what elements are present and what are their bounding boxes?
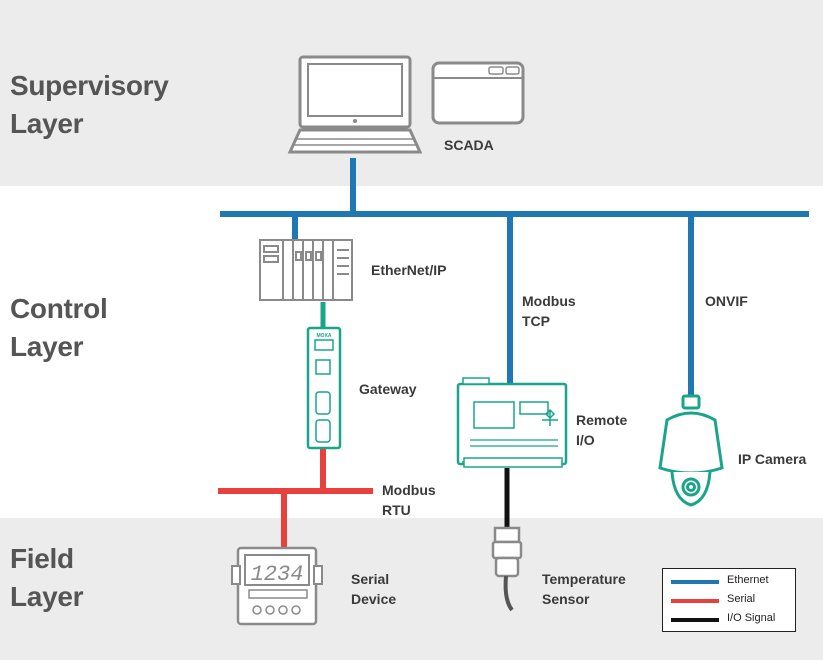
plc-label: EtherNet/IP <box>371 262 447 278</box>
control-layer-title: Control Layer <box>10 293 108 362</box>
ip-camera-icon <box>658 394 724 507</box>
remote-io-icon <box>456 377 568 468</box>
legend-label-serial: Serial <box>727 593 756 605</box>
legend-item-io-signal: I/O Signal <box>671 611 795 627</box>
legend-label-ethernet: Ethernet <box>727 574 769 586</box>
legend-label-io-signal: I/O Signal <box>727 612 776 624</box>
gateway-brand-label: MOXA <box>317 333 332 339</box>
scada-label: SCADA <box>444 137 494 153</box>
legend-item-serial: Serial <box>671 592 795 608</box>
ethernet-links <box>220 158 809 396</box>
field-layer-title: Field Layer <box>10 543 84 612</box>
gateway-label: Gateway <box>359 381 417 397</box>
temperature-sensor-label: Temperature Sensor <box>542 571 626 607</box>
legend-swatch-io-signal <box>671 618 719 622</box>
serial-links <box>218 448 373 548</box>
serial-device-icon <box>231 546 323 626</box>
scada-computer-icon <box>287 55 423 154</box>
legend: Ethernet Serial I/O Signal <box>662 568 796 632</box>
onvif-label: ONVIF <box>705 293 748 309</box>
modbus-rtu-label: Modbus RTU <box>382 482 436 518</box>
supervisory-layer-title: Supervisory Layer <box>10 70 169 139</box>
gateway-icon <box>306 326 342 450</box>
legend-item-ethernet: Ethernet <box>671 573 795 589</box>
modbus-tcp-label: Modbus TCP <box>522 293 576 329</box>
remote-io-label: Remote I/O <box>576 412 628 448</box>
temperature-sensor-icon <box>491 526 523 612</box>
serial-device-display-reading: 1234 <box>251 562 304 587</box>
scada-window-icon <box>431 61 525 125</box>
ip-camera-label: IP Camera <box>738 451 807 467</box>
plc-ethernet-ip-icon <box>259 239 353 301</box>
legend-swatch-serial <box>671 599 719 603</box>
serial-device-label: Serial Device <box>351 571 397 607</box>
legend-swatch-ethernet <box>671 580 719 584</box>
